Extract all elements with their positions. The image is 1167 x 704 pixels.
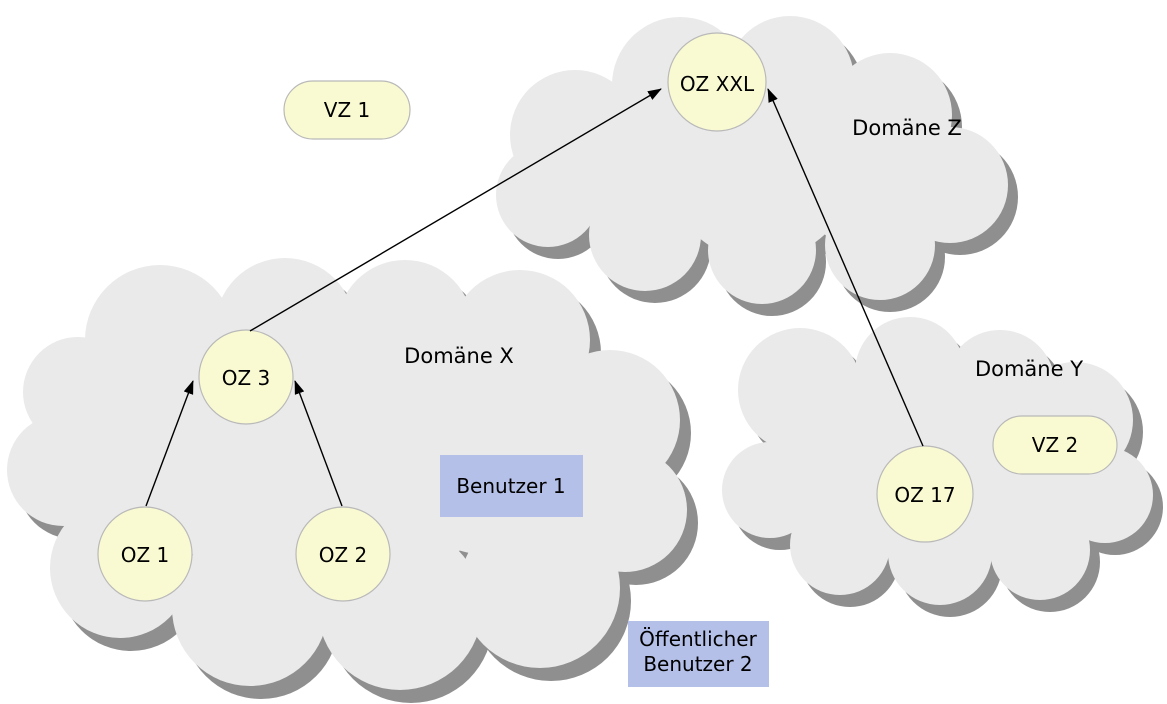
node-oz3-label: OZ 3 [222, 366, 271, 390]
user-benutzer1: Benutzer 1 [440, 455, 583, 517]
node-oz1-circle [97, 506, 193, 602]
node-oz17-label: OZ 17 [894, 483, 955, 507]
domain-x-label: Domäne X [404, 344, 514, 368]
edge-oz3-to-ozxxl [249, 88, 662, 332]
directory-vz2-pill [992, 415, 1118, 475]
node-ozxxl-label: OZ XXL [680, 72, 755, 96]
node-oz17-circle [876, 445, 974, 543]
node-oz17: OZ 17 [876, 445, 974, 543]
user-benutzer1-label: Benutzer 1 [456, 474, 565, 498]
directory-vz1-label: VZ 1 [324, 98, 370, 122]
node-oz2: OZ 2 [295, 506, 391, 602]
user-benutzer2: Öffentlicher Benutzer 2 [628, 621, 769, 687]
node-oz3-circle [198, 329, 294, 425]
domain-y-label: Domäne Y [975, 357, 1083, 381]
node-oz2-label: OZ 2 [319, 543, 368, 567]
cloud-bump [792, 96, 944, 248]
cloud-x-cloud-body [7, 258, 687, 690]
user-benutzer2-label-line2: Benutzer 2 [643, 652, 752, 676]
directory-vz1-pill [283, 80, 411, 140]
cloud-bump [496, 143, 600, 247]
edge-oz17-to-ozxxl [767, 88, 924, 447]
directory-vz2-label: VZ 2 [1032, 433, 1078, 457]
user-benutzer1-box [440, 455, 583, 517]
node-oz1-label: OZ 1 [121, 543, 170, 567]
node-ozxxl: OZ XXL [667, 32, 767, 132]
directory-vz1: VZ 1 [283, 80, 411, 140]
edge-oz2-to-oz3 [294, 380, 343, 507]
node-oz3: OZ 3 [198, 329, 294, 425]
directory-vz2: VZ 2 [992, 415, 1118, 475]
cloud-bump [385, 345, 595, 555]
node-oz1: OZ 1 [97, 506, 193, 602]
edge-oz1-to-oz3 [145, 380, 194, 507]
node-ozxxl-circle [667, 32, 767, 132]
node-oz2-circle [295, 506, 391, 602]
domain-x-cloud [7, 258, 698, 703]
user-benutzer2-label-line1: Öffentlicher [639, 627, 757, 651]
domain-z-label: Domäne Z [852, 116, 962, 140]
user-benutzer2-box [628, 621, 769, 687]
